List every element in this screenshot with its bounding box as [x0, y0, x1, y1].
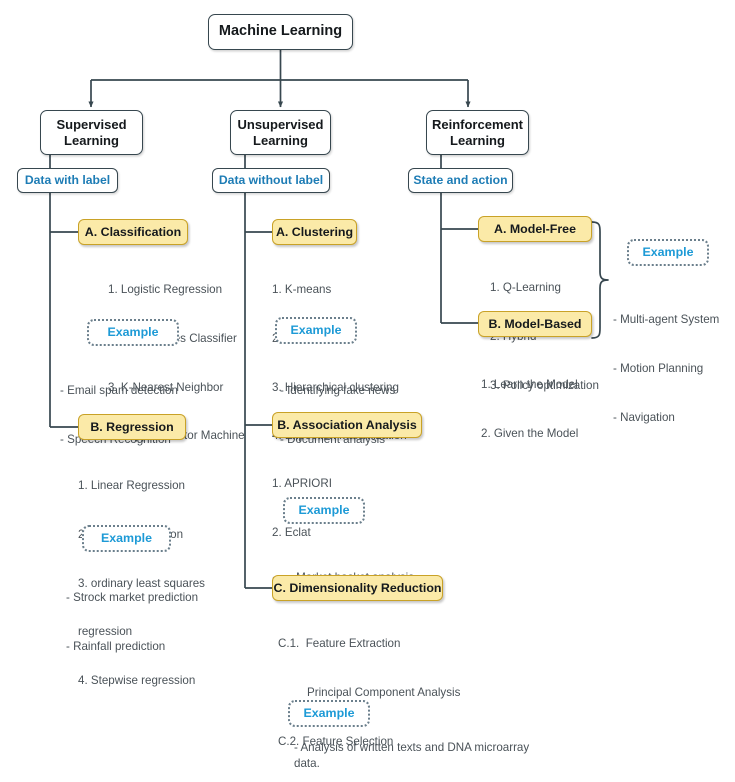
list-item: regression: [78, 625, 133, 639]
node-association-analysis-label: B. Association Analysis: [277, 417, 417, 432]
list-item: 2. Given the Model: [481, 427, 579, 441]
example-box-dimensionality-label: Example: [303, 706, 355, 721]
list-item: 1. Linear Regression: [78, 479, 185, 493]
node-regression[interactable]: B. Regression: [78, 414, 186, 440]
example-box-regression-label: Example: [101, 531, 152, 546]
node-data-with-label-text: Data with label: [24, 173, 111, 188]
dimensionality-items: C.1. Feature Extraction Principal Compon…: [278, 604, 508, 782]
node-state-and-action-text: State and action: [413, 173, 508, 188]
list-item: 1. Learn the Model: [481, 378, 578, 392]
node-machine-learning-label: Machine Learning: [218, 23, 343, 40]
regression-examples: - Strock market prediction - Rainfall pr…: [66, 558, 266, 688]
list-item: 3. ordinary least squares: [78, 576, 205, 590]
node-association-analysis[interactable]: B. Association Analysis: [272, 412, 422, 438]
example-box-classification[interactable]: Example: [87, 319, 179, 346]
list-item: - Email spam detection: [60, 384, 178, 398]
list-item: - Identifying fake news: [280, 384, 396, 398]
list-item: - Strock market prediction: [66, 591, 199, 605]
node-dimensionality-reduction[interactable]: C. Dimensionality Reduction: [272, 575, 443, 601]
example-box-association-label: Example: [298, 503, 350, 518]
list-item: Principal Component Analysis: [278, 686, 461, 700]
node-model-free-label: A. Model-Free: [494, 221, 576, 236]
list-item: 3. Policy optimization: [490, 378, 599, 392]
example-box-dimensionality[interactable]: Example: [288, 700, 370, 727]
list-item: 3. Hierarchical clustering: [272, 380, 399, 394]
example-box-association[interactable]: Example: [283, 497, 365, 524]
list-item: - Multi-agent System: [613, 313, 720, 327]
list-item: 1. Logistic Regression: [108, 283, 223, 297]
node-data-without-label-text: Data without label: [218, 173, 324, 188]
reinforcement-examples: - Multi-agent System - Motion Planning -…: [613, 280, 735, 458]
example-box-reinforcement-label: Example: [642, 245, 694, 260]
example-box-clustering[interactable]: Example: [275, 317, 357, 344]
example-box-classification-label: Example: [107, 325, 159, 340]
list-item: - Motion Planning: [613, 362, 704, 376]
node-data-with-label[interactable]: Data with label: [17, 168, 118, 193]
list-item: C.2. Feature Selection: [278, 734, 394, 748]
list-item: 1. K-means: [272, 283, 332, 297]
dimensionality-examples: - Analysis of written texts and DNA micr…: [294, 740, 534, 772]
node-clustering-label: A. Clustering: [275, 224, 354, 239]
list-item: 1. APRIORI: [272, 477, 332, 491]
node-model-free[interactable]: A. Model-Free: [478, 216, 592, 242]
list-item: 1. Q-Learning: [490, 281, 561, 295]
example-box-clustering-label: Example: [290, 323, 342, 338]
list-item: - Navigation: [613, 410, 675, 424]
list-item: 3. K-Nearest Neighbor: [108, 380, 224, 394]
list-item: - Analysis of written texts and DNA micr…: [294, 741, 530, 771]
list-item: C.1. Feature Extraction: [278, 637, 401, 651]
node-model-based-label: B. Model-Based: [488, 316, 582, 331]
node-regression-label: B. Regression: [90, 419, 174, 434]
model-based-items: 1. Learn the Model 2. Given the Model: [481, 345, 661, 475]
list-item: 4. Stepwise regression: [78, 673, 196, 687]
list-item: - Rainfall prediction: [66, 640, 166, 654]
node-model-based[interactable]: B. Model-Based: [478, 311, 592, 337]
node-data-without-label[interactable]: Data without label: [212, 168, 330, 193]
node-classification[interactable]: A. Classification: [78, 219, 188, 245]
node-dimensionality-reduction-label: C. Dimensionality Reduction: [273, 580, 442, 595]
example-box-regression[interactable]: Example: [82, 525, 171, 552]
node-state-and-action[interactable]: State and action: [408, 168, 513, 193]
example-box-reinforcement[interactable]: Example: [627, 239, 709, 266]
list-item: 2. Eclat: [272, 526, 311, 540]
node-clustering[interactable]: A. Clustering: [272, 219, 357, 245]
node-machine-learning[interactable]: Machine Learning: [208, 14, 353, 50]
node-classification-label: A. Classification: [84, 224, 182, 239]
